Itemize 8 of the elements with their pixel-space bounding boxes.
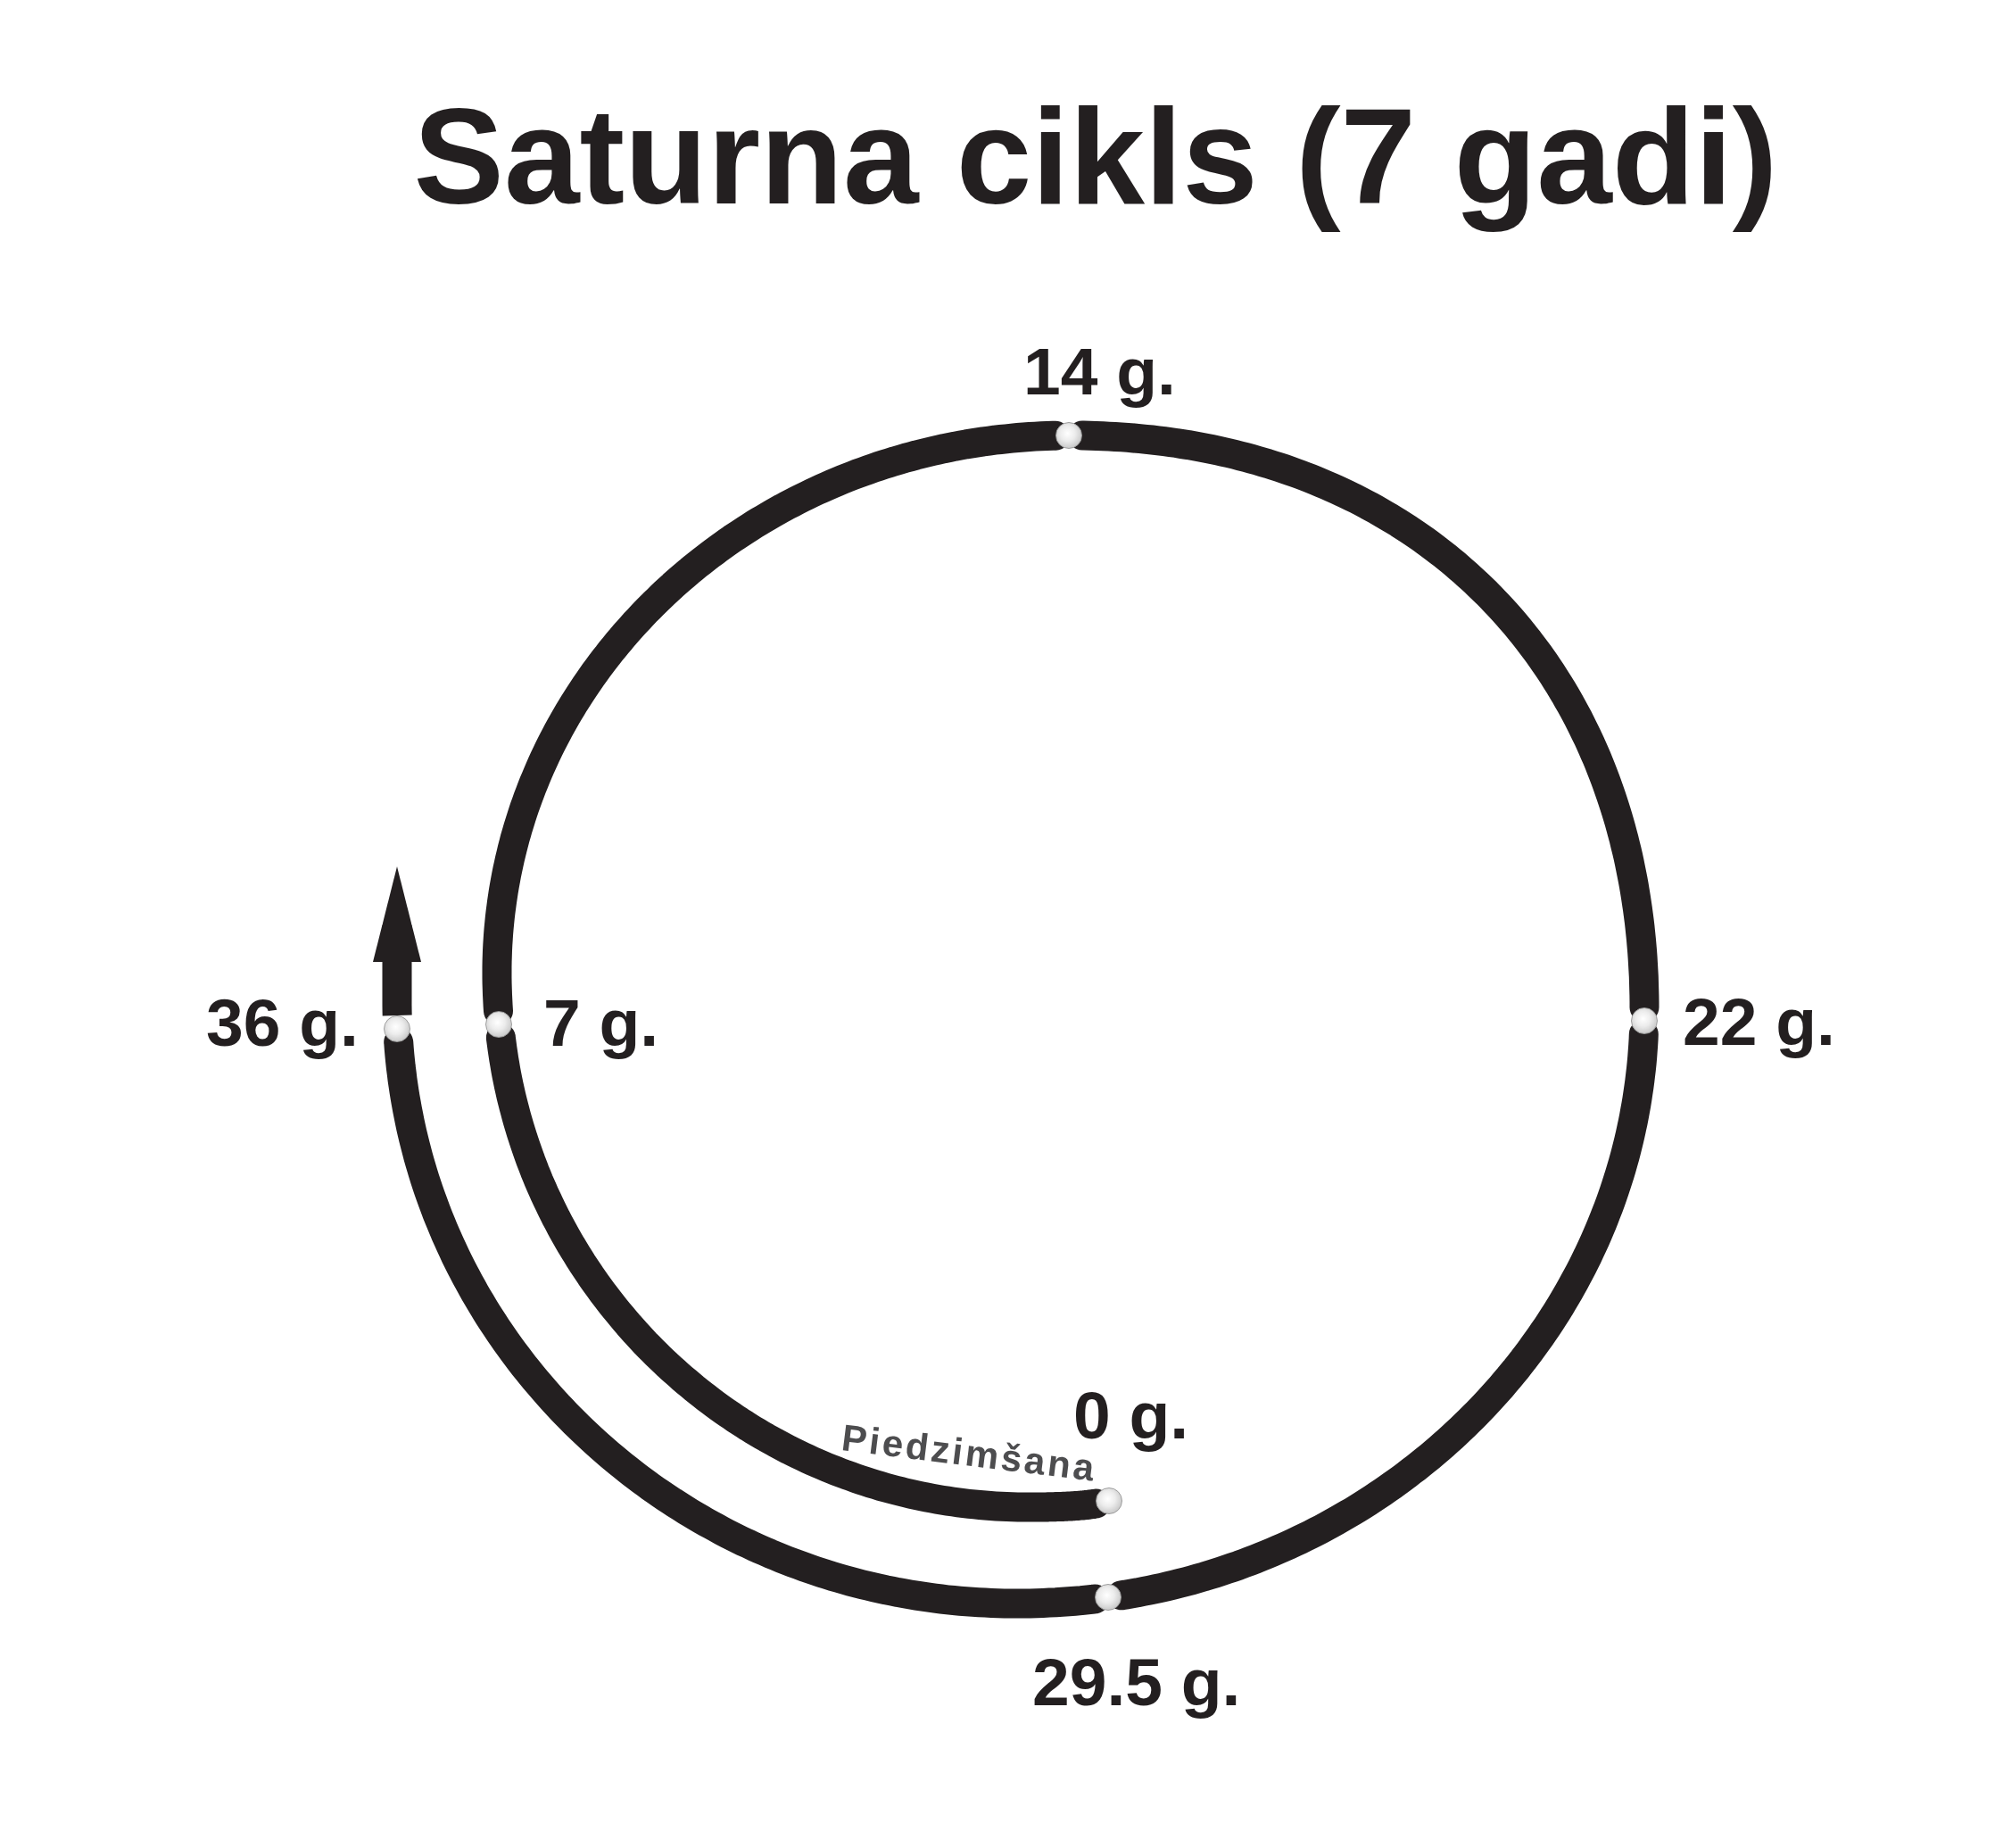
title: Saturna cikls (7 gadi) <box>412 79 1779 234</box>
age-label: 22 g. <box>1683 985 1835 1059</box>
age-label: 29.5 g. <box>1032 1645 1241 1720</box>
point-marker <box>1096 1488 1122 1514</box>
age-label: 7 g. <box>543 986 659 1060</box>
age-label: 36 g. <box>206 986 359 1060</box>
age-label: 14 g. <box>1023 335 1176 409</box>
point-marker <box>384 1015 410 1042</box>
